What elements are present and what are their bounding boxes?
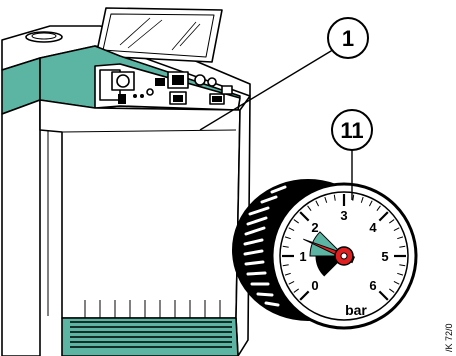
gauge-needle-pin — [341, 253, 347, 259]
pressure-gauge: 012 3 456 bar — [233, 180, 416, 328]
gauge-scale-label-0: 0 — [311, 278, 318, 293]
boiler-side-panel — [2, 100, 40, 356]
boiler-front-panel — [40, 100, 240, 318]
gauge-unit-label: bar — [345, 302, 367, 318]
gauge-scale-label-1: 1 — [299, 249, 306, 264]
boiler — [2, 8, 250, 356]
gauge-scale-label-3: 3 — [340, 208, 347, 223]
callout-1-label: 1 — [342, 26, 354, 51]
gauge-scale-label-2: 2 — [311, 220, 318, 235]
callout-11-label: 11 — [340, 118, 363, 143]
gauge-scale-label-6: 6 — [369, 278, 376, 293]
figure-code: /K 72/0 — [444, 323, 454, 352]
gauge-scale-label-4: 4 — [369, 220, 377, 235]
gauge-scale-label-5: 5 — [381, 249, 388, 264]
